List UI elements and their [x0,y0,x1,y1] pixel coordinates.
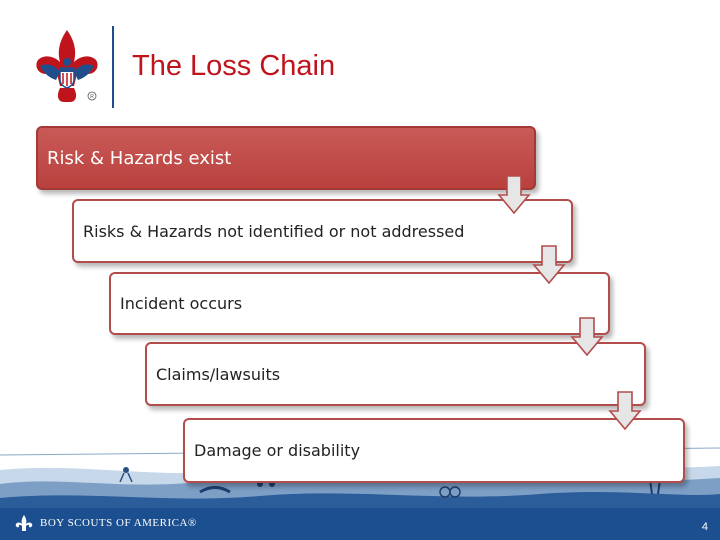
footer-brand: BOY SCOUTS OF AMERICA® [14,514,197,532]
bsa-fleur-de-lis-icon: R [36,30,98,102]
chain-step-damage-disability: Damage or disability [183,418,685,483]
chain-step-label: Risk & Hazards exist [47,147,232,169]
chain-step-label: Claims/lawsuits [156,364,281,384]
chain-step-risk-hazards-exist: Risk & Hazards exist [36,126,536,190]
chain-step-label: Damage or disability [194,441,361,460]
title-divider [112,26,114,108]
bsa-small-emblem-icon [15,515,33,531]
down-arrow-icon [497,175,531,215]
footer-brand-label: BOY SCOUTS OF AMERICA® [40,517,197,529]
footer-landscape-banner [0,447,720,540]
down-arrow-icon [608,391,642,431]
chain-step-label: Risks & Hazards not identified or not ad… [83,221,465,241]
down-arrow-icon [570,317,604,357]
page-number: 4 [701,521,708,533]
svg-text:R: R [90,94,94,100]
chain-step-not-identified: Risks & Hazards not identified or not ad… [72,199,573,263]
chain-step-label: Incident occurs [120,294,243,313]
chain-step-incident-occurs: Incident occurs [109,272,610,335]
chain-step-claims-lawsuits: Claims/lawsuits [145,342,646,406]
down-arrow-icon [532,245,566,285]
page-title: The Loss Chain [132,50,336,82]
